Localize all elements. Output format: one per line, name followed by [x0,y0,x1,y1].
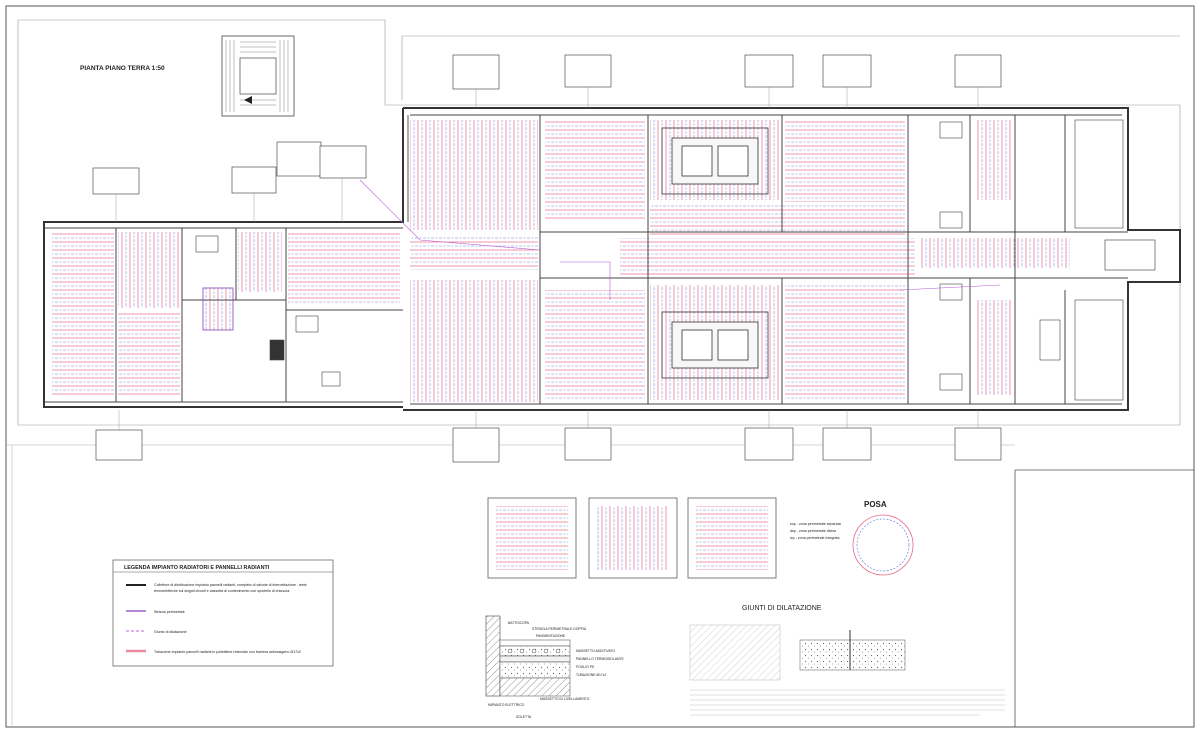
room-tags [92,54,1156,463]
giunti-title: GIUNTI DI DILATAZIONE [742,605,822,612]
svg-text:TUBAZIONE Ø17x2: TUBAZIONE Ø17x2 [576,673,606,677]
svg-text:Giunto di dilatazione: Giunto di dilatazione [154,630,187,634]
svg-text:BATTISCOPA: BATTISCOPA [508,621,530,625]
svg-text:sop - zona perimetrale separat: sop - zona perimetrale separata [790,522,841,526]
staircase [221,35,295,117]
svg-text:Collettore di distribuzione im: Collettore di distribuzione impianto pan… [154,583,307,587]
svg-text:Striscia perimetrale: Striscia perimetrale [154,610,185,614]
svg-text:PAVIMENTAZIONE: PAVIMENTAZIONE [536,634,566,638]
svg-text:STRISCIA PERIMETRALE DOPPIA: STRISCIA PERIMETRALE DOPPIA [532,627,587,631]
svg-text:Tubazione impianto pannelli ra: Tubazione impianto pannelli radianti in … [154,650,301,654]
svg-text:FOGLIO PE: FOGLIO PE [576,665,595,669]
radiant-panels [52,120,1070,402]
svg-text:SOLETTA: SOLETTA [516,715,532,719]
svg-text:dsp - zona perimetrale divisa: dsp - zona perimetrale divisa [790,529,836,533]
posa-details [487,497,777,579]
floor-section [485,615,571,697]
posa-lines: sop - zona perimetrale separata dsp - zo… [790,522,841,540]
plan-title: PIANTA PIANO TERRA 1:50 [80,65,165,72]
legend-symbol-collector [126,584,146,586]
section-labels: BATTISCOPA STRISCIA PERIMETRALE DOPPIA P… [488,621,624,719]
svg-text:PANNELLO TERMOISOLANTE: PANNELLO TERMOISOLANTE [576,657,624,661]
legend: LEGENDA IMPIANTO RADIATORI E PANNELLI RA… [112,559,334,667]
giunti-section [689,624,1010,716]
svg-text:IMPIANTO ELETTRICO: IMPIANTO ELETTRICO [488,703,525,707]
legend-title: LEGENDA IMPIANTO RADIATORI E PANNELLI RA… [124,565,270,571]
svg-text:icp - zona perimetrale integra: icp - zona perimetrale integrata [790,536,840,540]
svg-text:termoelettriche sui singoli ci: termoelettriche sui singoli circuiti e c… [154,589,290,593]
svg-text:MASSETTO ADDITIVATO: MASSETTO ADDITIVATO [576,649,615,653]
posa-title: POSA [864,500,887,509]
svg-text:MASSETTO DI LIVELLAMENTO: MASSETTO DI LIVELLAMENTO [540,697,590,701]
